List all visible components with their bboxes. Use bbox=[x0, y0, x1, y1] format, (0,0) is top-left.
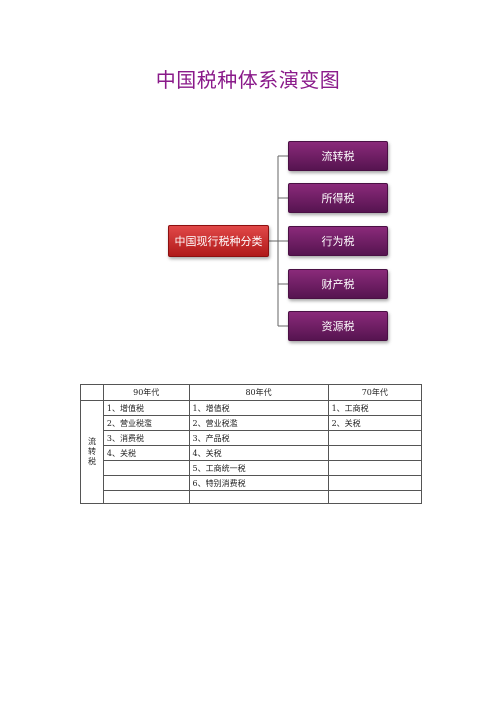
category-cell: 流转税 bbox=[80, 400, 104, 504]
table-cell: 3、消费税 bbox=[102, 430, 190, 446]
table-cell bbox=[327, 460, 423, 476]
table-row: 4、关税 4、关税 bbox=[81, 445, 423, 461]
table-cell: 2、关税 bbox=[327, 415, 423, 431]
table-cell: 1、工商税 bbox=[327, 400, 423, 416]
table-cell bbox=[102, 475, 190, 491]
table-cell bbox=[327, 490, 423, 504]
tax-hierarchy-diagram: 中国现行税种分类 流转税 所得税 行为税 财产税 资源税 bbox=[168, 141, 388, 341]
table-cell bbox=[102, 490, 190, 504]
table-cell: 4、关税 bbox=[102, 445, 190, 461]
table-header-cell bbox=[80, 384, 104, 401]
table-cell bbox=[327, 475, 423, 491]
table-cell: 6、特别消费税 bbox=[188, 475, 329, 491]
table-cell: 5、工商统一税 bbox=[188, 460, 329, 476]
page-title: 中国税种体系演变图 bbox=[155, 68, 341, 92]
root-node-current-tax-classification: 中国现行税种分类 bbox=[168, 225, 269, 257]
table-cell: 1、增值税 bbox=[188, 400, 329, 416]
table-header-cell: 70年代 bbox=[327, 384, 423, 401]
table-row: 5、工商统一税 bbox=[81, 460, 423, 476]
child-node-resource-tax: 资源税 bbox=[288, 311, 388, 341]
table-cell: 2、营业税濫 bbox=[102, 415, 190, 431]
child-node-income-tax: 所得税 bbox=[288, 183, 388, 213]
table-cell: 3、产品税 bbox=[188, 430, 329, 446]
table-cell bbox=[327, 430, 423, 446]
table-header-cell: 80年代 bbox=[188, 384, 329, 401]
table-row: 2、营业税濫 2、营业税濫 2、关税 bbox=[81, 415, 423, 431]
category-label: 流转税 bbox=[87, 437, 96, 466]
table-row: 3、消费税 3、产品税 bbox=[81, 430, 423, 446]
table-row: 流转税 1、增值税 1、增值税 1、工商税 bbox=[80, 400, 423, 504]
child-node-behavior-tax: 行为税 bbox=[288, 226, 388, 256]
child-node-property-tax: 财产税 bbox=[288, 269, 388, 299]
table-header-row: 90年代 80年代 70年代 bbox=[80, 384, 423, 401]
table-cell bbox=[188, 490, 329, 504]
table-cell bbox=[327, 445, 423, 461]
table-cell: 4、关税 bbox=[188, 445, 329, 461]
tax-evolution-table: 90年代 80年代 70年代 流转税 1、增值税 1、增值税 1、工商税 2、营… bbox=[80, 384, 423, 504]
child-node-turnover-tax: 流转税 bbox=[288, 141, 388, 171]
table-cell: 1、增值税 bbox=[102, 400, 190, 416]
table-header-cell: 90年代 bbox=[102, 384, 190, 401]
table-row bbox=[81, 490, 423, 504]
table-cell bbox=[102, 460, 190, 476]
table-cell: 2、营业税濫 bbox=[188, 415, 329, 431]
connector-lines bbox=[269, 155, 288, 327]
table-row: 6、特别消费税 bbox=[81, 475, 423, 491]
